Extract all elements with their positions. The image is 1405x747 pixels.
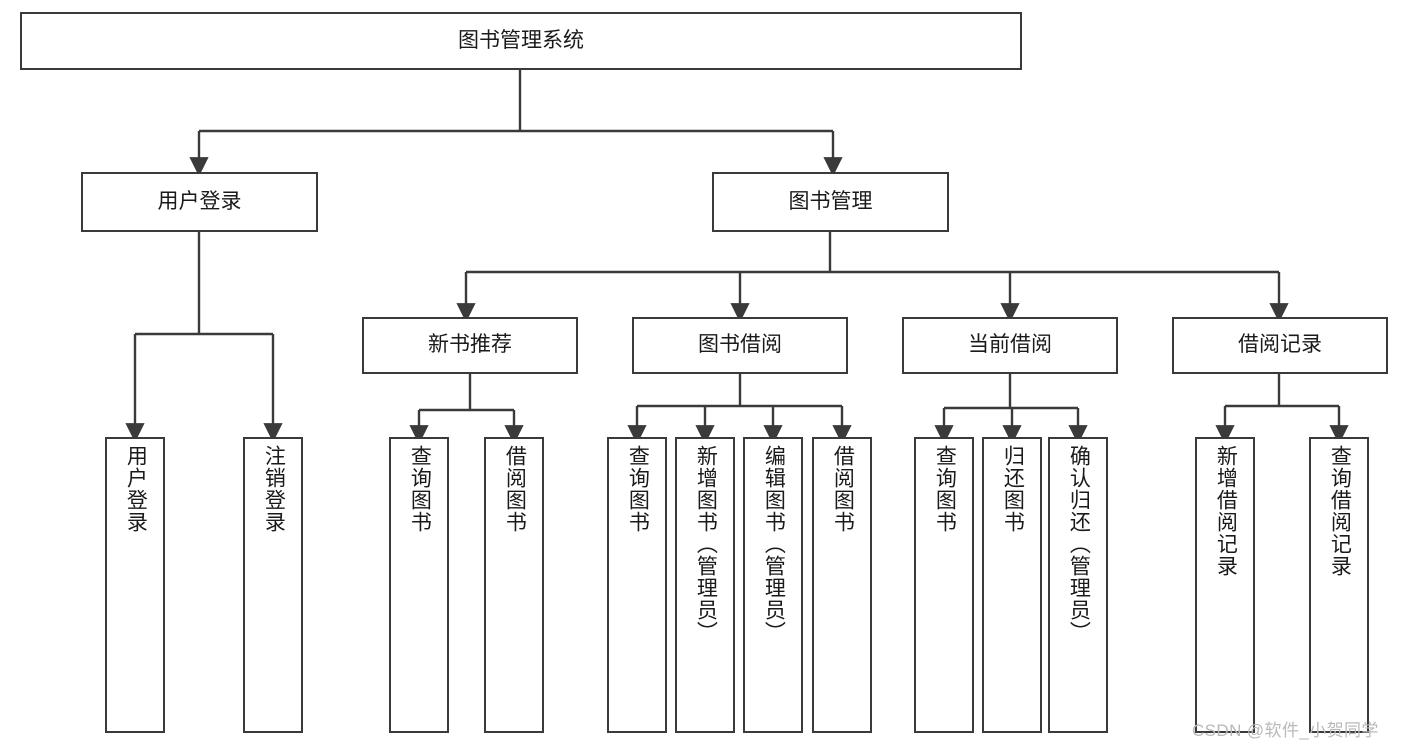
leaf-user-login-login[interactable]: 用户登录 xyxy=(105,437,165,733)
leaf-user-login-logout[interactable]: 注销登录 xyxy=(243,437,303,733)
node-current-borrowing[interactable]: 当前借阅 xyxy=(902,317,1118,374)
node-root-book-management-system[interactable]: 图书管理系统 xyxy=(20,12,1022,70)
leaf-borrow-record-query-record[interactable]: 查询借阅记录 xyxy=(1309,437,1369,733)
node-borrowing-record[interactable]: 借阅记录 xyxy=(1172,317,1388,374)
node-label: 查询图书 xyxy=(933,445,957,533)
leaf-book-borrow-borrow-books[interactable]: 借阅图书 xyxy=(812,437,872,733)
node-user-login[interactable]: 用户登录 xyxy=(81,172,318,232)
node-label: 图书借阅 xyxy=(698,333,782,357)
leaf-book-borrow-edit-book-admin[interactable]: 编辑图书（管理员） xyxy=(743,437,803,733)
node-label: 查询图书 xyxy=(408,445,432,533)
node-label: 查询图书 xyxy=(626,445,650,533)
node-label: 用户登录 xyxy=(157,189,242,213)
leaf-borrow-record-add-record[interactable]: 新增借阅记录 xyxy=(1195,437,1255,733)
node-label: 查询借阅记录 xyxy=(1328,445,1352,577)
leaf-new-book-query-books[interactable]: 查询图书 xyxy=(389,437,449,733)
csdn-watermark: CSDN @软件_小贺同学 xyxy=(1192,721,1379,740)
node-new-book-recommendation[interactable]: 新书推荐 xyxy=(362,317,578,374)
node-label: 用户登录 xyxy=(124,445,148,533)
leaf-current-borrow-return-books[interactable]: 归还图书 xyxy=(982,437,1042,733)
node-label: 新书推荐 xyxy=(428,333,512,357)
node-label: 新增图书（管理员） xyxy=(694,445,718,643)
node-label: 注销登录 xyxy=(262,445,286,533)
node-label: 借阅图书 xyxy=(503,445,527,533)
node-label: 借阅图书 xyxy=(831,445,855,533)
leaf-current-borrow-query-books[interactable]: 查询图书 xyxy=(914,437,974,733)
node-book-management[interactable]: 图书管理 xyxy=(712,172,949,232)
leaf-current-borrow-confirm-return-admin[interactable]: 确认归还（管理员） xyxy=(1048,437,1108,733)
leaf-book-borrow-query-books[interactable]: 查询图书 xyxy=(607,437,667,733)
node-label: 归还图书 xyxy=(1001,445,1025,533)
node-label: 编辑图书（管理员） xyxy=(762,445,786,643)
node-book-borrowing[interactable]: 图书借阅 xyxy=(632,317,848,374)
leaf-book-borrow-add-book-admin[interactable]: 新增图书（管理员） xyxy=(675,437,735,733)
leaf-new-book-borrow-books[interactable]: 借阅图书 xyxy=(484,437,544,733)
node-label: 确认归还（管理员） xyxy=(1067,445,1091,643)
node-label: 图书管理 xyxy=(788,189,873,213)
node-label: 借阅记录 xyxy=(1238,333,1322,357)
node-label: 当前借阅 xyxy=(968,333,1052,357)
node-label: 图书管理系统 xyxy=(458,28,584,52)
node-label: 新增借阅记录 xyxy=(1214,445,1238,577)
